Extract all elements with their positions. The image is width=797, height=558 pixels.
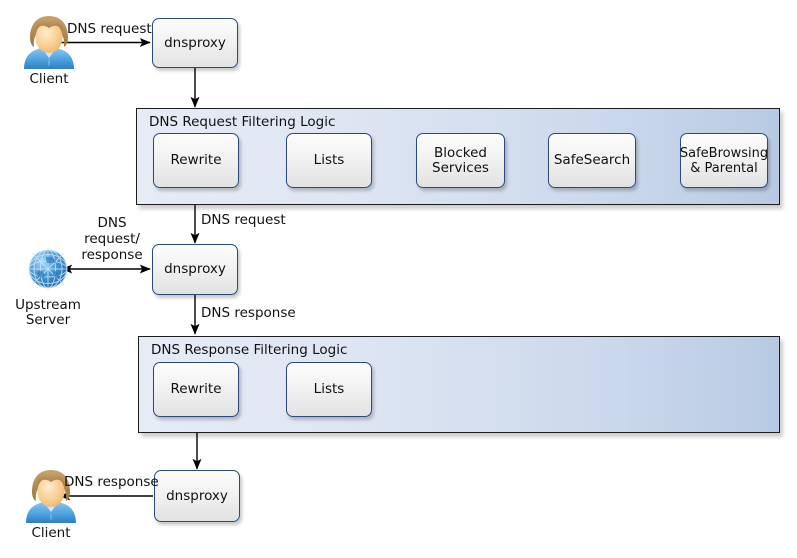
edge-label-dnsproxy-to-client: DNS response (64, 474, 159, 490)
dnsproxy-node-mid[interactable]: dnsproxy (152, 244, 238, 295)
stage-lists-response[interactable]: Lists (286, 362, 372, 417)
actor-caption-client-bottom: Client (31, 525, 71, 541)
globe-icon (28, 247, 68, 291)
edge-label-client-to-dnsproxy: DNS request (67, 21, 152, 37)
stage-rewrite-request[interactable]: Rewrite (153, 133, 239, 188)
edge-label-upstream-line3: response (81, 247, 143, 263)
actor-caption-upstream-server: Upstream Server (8, 298, 88, 328)
panel-title-request-filtering: DNS Request Filtering Logic (149, 114, 336, 130)
edge-label-upstream-line1: DNS (97, 215, 127, 231)
stage-lists-request[interactable]: Lists (286, 133, 372, 188)
stage-label-rewrite-response: Rewrite (170, 381, 222, 397)
actor-caption-upstream-line2: Server (25, 312, 71, 328)
actor-caption-client-top: Client (29, 71, 69, 87)
edge-label-upstream-line2: request/ (84, 231, 140, 247)
edge-label-upstream-exchange: DNS request/ response (74, 215, 150, 263)
stage-safebrowsing-parental[interactable]: SafeBrowsing & Parental (680, 133, 768, 188)
dnsproxy-node-top[interactable]: dnsproxy (152, 18, 238, 68)
stage-safesearch[interactable]: SafeSearch (548, 133, 636, 188)
dnsproxy-label-top: dnsproxy (164, 34, 226, 51)
stage-label-blocked-services: Blocked Services (432, 144, 489, 176)
stage-label-safesearch: SafeSearch (553, 152, 631, 168)
stage-label-lists-request: Lists (313, 152, 345, 168)
edge-label-dnsproxy-to-request-panel: DNS request (201, 212, 286, 228)
stage-label-lists-response: Lists (313, 381, 345, 397)
stage-blocked-services[interactable]: Blocked Services (416, 133, 505, 188)
user-avatar-icon-bottom (26, 470, 76, 523)
user-avatar-icon-top (24, 16, 74, 69)
stage-label-safebrowsing-parental: SafeBrowsing & Parental (679, 145, 769, 176)
stage-label-rewrite-request: Rewrite (170, 152, 222, 168)
stage-rewrite-response[interactable]: Rewrite (153, 362, 239, 417)
dnsproxy-label-mid: dnsproxy (164, 261, 226, 277)
actor-caption-upstream-line1: Upstream (15, 297, 81, 313)
edge-label-dnsproxy-to-response-panel: DNS response (201, 305, 296, 321)
panel-title-response-filtering: DNS Response Filtering Logic (151, 342, 348, 358)
panel-dns-response-filtering: DNS Response Filtering Logic (138, 336, 780, 433)
dnsproxy-node-bottom[interactable]: dnsproxy (154, 470, 240, 522)
dnsproxy-label-bottom: dnsproxy (166, 487, 228, 504)
